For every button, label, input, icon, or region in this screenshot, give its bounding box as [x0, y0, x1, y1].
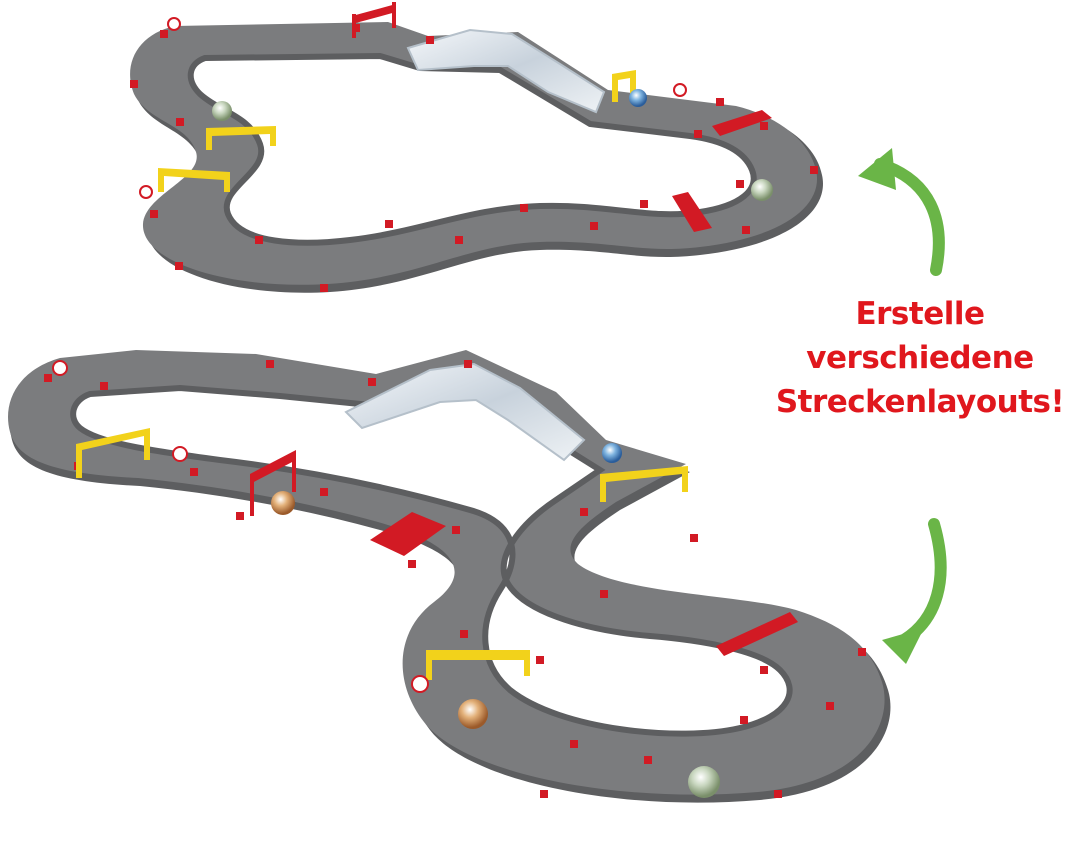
track-bottom-ramp-1	[370, 512, 446, 556]
track-bottom-sign-3	[411, 675, 429, 693]
headline-caption: Erstelle verschiedene Streckenlayouts!	[770, 292, 1070, 424]
track-layout-top	[130, 2, 823, 293]
track-top-start-arch	[352, 2, 396, 38]
caption-line-3: Streckenlayouts!	[775, 384, 1065, 420]
track-bottom-yellow-gate-1	[76, 428, 150, 478]
track-bottom-yellow-gate-3	[426, 650, 530, 680]
caption-line-2: verschiedene	[806, 340, 1034, 376]
track-bottom-start-arch	[250, 450, 296, 516]
track-top-ball-2	[629, 89, 647, 107]
track-top-ramp-2	[672, 192, 712, 232]
track-top-yellow-gate-1	[206, 126, 276, 150]
track-bottom-infield	[73, 388, 790, 734]
track-bottom-yellow-gate-2	[600, 466, 688, 502]
track-bottom-ball-4	[688, 766, 720, 798]
track-top-inner-curb	[187, 52, 757, 246]
track-bottom-ramp-2	[716, 612, 798, 656]
track-top-bridge	[406, 28, 606, 114]
track-top-ball-3	[751, 179, 773, 201]
track-top-infield	[190, 56, 754, 243]
track-top-sign-2	[139, 185, 153, 199]
curved-arrow-up-icon	[858, 148, 945, 276]
track-bottom-inner-curb	[70, 384, 793, 737]
track-top-ramp-1	[712, 110, 772, 136]
track-bottom-ball-1	[271, 491, 295, 515]
track-top-ball-1	[212, 101, 232, 121]
track-bottom-sign-2	[172, 446, 188, 462]
track-top-sign-3	[673, 83, 687, 97]
caption-line-1: Erstelle	[855, 296, 985, 332]
track-layout-bottom	[8, 350, 891, 803]
track-bottom-ball-3	[458, 699, 488, 729]
track-top-yellow-gate-2	[158, 168, 230, 192]
track-bottom-ball-2	[602, 443, 622, 463]
curved-arrow-down-icon	[882, 518, 947, 664]
track-top-sign-1	[167, 17, 181, 31]
track-bottom-sign-1	[52, 360, 68, 376]
track-bottom-bridge	[344, 362, 586, 462]
